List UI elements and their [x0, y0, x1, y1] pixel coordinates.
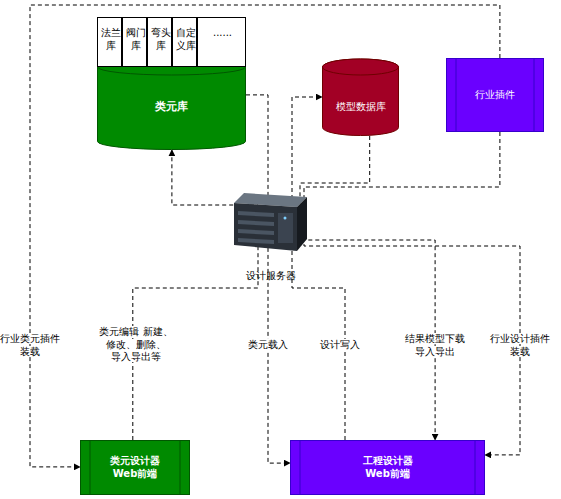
node-text: 自定义库 [174, 27, 197, 52]
plugin-box: 行业插件 [446, 58, 544, 132]
node-text: 模型数据库 [322, 101, 399, 114]
connector-label: 结果模型下载 导入导出 [405, 333, 465, 357]
node-text: 法兰库 [99, 27, 122, 52]
connector-label-box: 行业类元插件 装载 [0, 333, 63, 358]
connector-label: 类元载入 [248, 339, 288, 350]
server-icon: 设计服务器 [234, 193, 307, 251]
connector-label: 行业设计插件 装载 [490, 333, 550, 357]
library-cell: ...... [197, 17, 246, 67]
node-outline [234, 193, 307, 251]
frontend-box: 工程设计器 Web前端 [290, 440, 485, 495]
class-library-cylinder: 类元库 法兰库阀门库弯头库自定义库...... [97, 17, 246, 150]
process-inner-line [180, 441, 181, 495]
connector-label: 行业类元插件 装载 [0, 333, 60, 357]
server-panel [278, 213, 293, 243]
dashed-connector [292, 97, 345, 440]
process-inner-line [475, 441, 476, 495]
dashed-connector [304, 132, 520, 455]
server-bay [238, 229, 274, 235]
process-inner-line [456, 59, 457, 132]
library-cell: 弯头库 [147, 17, 172, 67]
server-front [234, 203, 297, 251]
dashed-connector [300, 136, 435, 440]
node-outline [322, 58, 399, 136]
dashed-connector [133, 150, 258, 440]
library-cell: 阀门库 [122, 17, 147, 67]
connector-label-box: 设计写入 [314, 339, 366, 352]
server-side [297, 197, 307, 251]
process-inner-line [534, 59, 535, 132]
connector-label-box: 行业设计插件 装载 [487, 333, 553, 358]
server-bay [238, 238, 274, 244]
connector-label-box: 类元载入 [242, 339, 294, 352]
connector-label-box: 结果模型下载 导入导出 [402, 333, 468, 358]
process-inner-line [90, 441, 91, 495]
frontend-box: 类元设计器 Web前端 [80, 440, 190, 495]
node-text: 类元设计器 Web前端 [103, 455, 167, 480]
node-text: 阀门库 [124, 27, 147, 52]
process-box [81, 441, 190, 495]
cylinder-top [323, 59, 399, 75]
dashed-connector [30, 5, 500, 467]
library-cell: 自定义库 [172, 17, 197, 67]
server-bay [238, 211, 274, 217]
connector-label: 设计写入 [320, 339, 360, 350]
connector-label-box: 类元编辑 新建、修改、删除、 导入导出等 [87, 326, 185, 364]
cylinder-body [98, 59, 246, 150]
server-bay [238, 220, 274, 226]
connector-label: 类元编辑 新建、修改、删除、 导入导出等 [99, 326, 172, 362]
process-box [291, 441, 485, 495]
server-led [284, 217, 287, 220]
process-inner-line [300, 441, 301, 495]
library-cell: 法兰库 [97, 17, 122, 67]
node-text: ...... [199, 27, 246, 40]
process-box [447, 59, 544, 132]
node-text: 工程设计器 Web前端 [356, 455, 420, 480]
node-text: 类元库 [97, 100, 246, 114]
node-text: 设计服务器 [222, 270, 319, 283]
node-text: 行业插件 [455, 89, 535, 102]
node-text: 弯头库 [149, 27, 172, 52]
cylinder-body [323, 59, 399, 136]
model-database-cylinder: 模型数据库 [322, 58, 399, 136]
